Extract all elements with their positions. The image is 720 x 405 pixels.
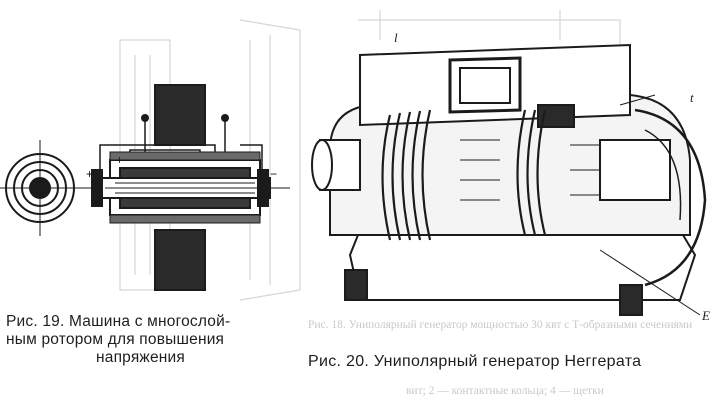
figure-19-drawing: + + − − [0, 84, 290, 291]
figure-20-drawing [311, 43, 707, 316]
svg-text:+: + [86, 167, 93, 181]
svg-text:−: − [228, 153, 235, 167]
ghost-caption-line2: вит; 2 — контактные кольца; 4 — щетки [406, 385, 604, 397]
svg-text:−: − [270, 167, 277, 181]
figure-19-caption-line2: ным ротором для повышения [6, 331, 225, 348]
figure-20-caption: Рис. 20. Униполярный генератор Неггерата [308, 353, 642, 370]
figure-19-caption-line1: Рис. 19. Машина с многослой- [6, 313, 231, 330]
ghost-caption-line1: Рис. 18. Униполярный генератор мощностью… [308, 319, 693, 331]
svg-text:+: + [116, 153, 123, 167]
fig20-label-t: t [690, 90, 694, 105]
fig20-label-l: l [394, 30, 398, 45]
figure-19-caption-line3: напряжения [96, 349, 186, 366]
fig20-label-e: E [702, 308, 710, 323]
rotor-end-view [0, 140, 82, 236]
